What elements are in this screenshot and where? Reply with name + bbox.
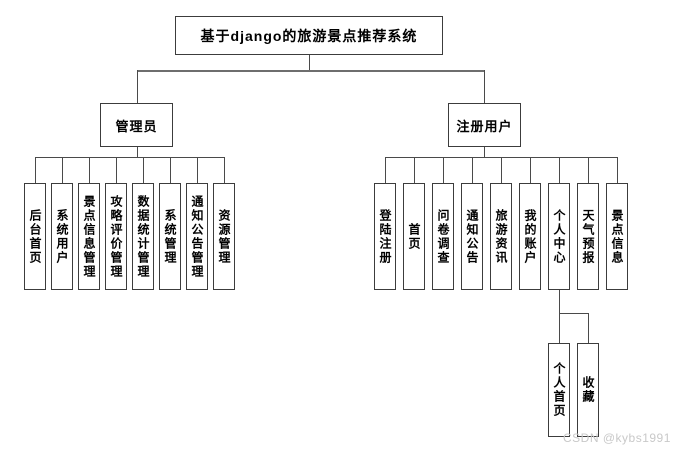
node-registered-user: 注册用户	[448, 103, 521, 147]
connector-admin-bus	[35, 157, 225, 158]
node-weather-forecast: 天气预报	[577, 183, 599, 290]
node-system-users: 系统用户	[51, 183, 73, 290]
connector-user-drop	[484, 70, 485, 103]
connector-user-child-drop	[588, 157, 589, 183]
watermark-text: CSDN @kybs1991	[563, 431, 671, 445]
node-survey: 问卷调查	[432, 183, 454, 290]
node-login-register: 登陆注册	[374, 183, 396, 290]
node-system-mgmt: 系统管理	[159, 183, 181, 290]
node-admin-home: 后台首页	[24, 183, 46, 290]
connector-root-stub	[309, 55, 310, 70]
node-notice: 通知公告	[461, 183, 483, 290]
connector-user-child-drop	[443, 157, 444, 183]
connector-admin-child-drop	[197, 157, 198, 183]
node-resource-mgmt: 资源管理	[213, 183, 235, 290]
connector-user-child-drop	[617, 157, 618, 183]
connector-admin-child-drop	[35, 157, 36, 183]
connector-admin-child-drop	[116, 157, 117, 183]
node-travel-news: 旅游资讯	[490, 183, 512, 290]
connector-admin-child-drop	[170, 157, 171, 183]
connector-admin-child-drop	[89, 157, 90, 183]
connector-personal-center-bus	[559, 313, 589, 314]
connector-user-stub	[484, 147, 485, 157]
node-guide-review-mgmt: 攻略评价管理	[105, 183, 127, 290]
connector-user-child-drop	[414, 157, 415, 183]
node-data-stats-mgmt: 数据统计管理	[132, 183, 154, 290]
connector-admin-child-drop	[143, 157, 144, 183]
connector-user-child-drop	[559, 157, 560, 183]
connector-admin-stub	[137, 147, 138, 157]
node-personal-home: 个人首页	[548, 343, 570, 437]
connector-personal-center-stub	[559, 290, 560, 313]
node-admin: 管理员	[100, 103, 173, 147]
node-my-account: 我的账户	[519, 183, 541, 290]
connector-admin-child-drop	[62, 157, 63, 183]
node-personal-center: 个人中心	[548, 183, 570, 290]
node-root-title: 基于django的旅游景点推荐系统	[175, 16, 443, 55]
connector-user-child-drop	[472, 157, 473, 183]
node-favorites: 收藏	[577, 343, 599, 437]
node-notice-mgmt: 通知公告管理	[186, 183, 208, 290]
connector-root-bus	[137, 70, 485, 72]
node-home: 首页	[403, 183, 425, 290]
connector-user-child-drop	[530, 157, 531, 183]
node-attraction-info: 景点信息	[606, 183, 628, 290]
connector-personal-home-drop	[559, 313, 560, 343]
connector-user-child-drop	[385, 157, 386, 183]
node-attraction-info-mgmt: 景点信息管理	[78, 183, 100, 290]
connector-user-child-drop	[501, 157, 502, 183]
connector-favorites-drop	[588, 313, 589, 343]
connector-admin-drop	[137, 70, 138, 103]
connector-admin-child-drop	[224, 157, 225, 183]
